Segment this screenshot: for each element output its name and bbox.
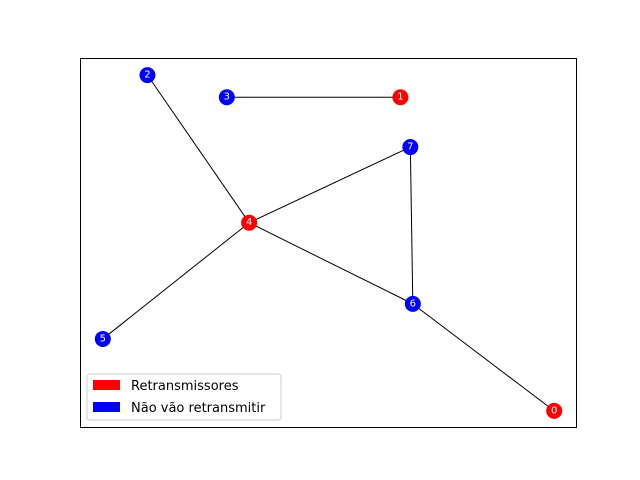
node-3	[218, 89, 235, 106]
legend-label-no-retransmit: Não vão retransmitir	[131, 401, 266, 416]
node-1	[392, 89, 409, 106]
edge-2-4	[147, 74, 250, 223]
edges-layer	[102, 74, 555, 412]
edge-7-6	[409, 147, 414, 304]
node-label-3: 3	[224, 92, 230, 103]
edge-4-7	[248, 146, 411, 224]
legend: Retransmissores Não vão retransmitir	[86, 373, 282, 421]
node-4	[241, 214, 258, 231]
node-label-1: 1	[397, 92, 403, 103]
legend-box	[86, 373, 282, 421]
node-label-0: 0	[551, 405, 557, 416]
legend-label-retransmit: Retransmissores	[131, 379, 239, 394]
nodes-layer: 0 1 2 3 4 5 6 7	[94, 67, 563, 419]
legend-swatch-no-retransmit	[93, 402, 120, 412]
node-label-7: 7	[407, 142, 413, 153]
node-label-4: 4	[246, 217, 252, 228]
node-label-2: 2	[144, 70, 150, 81]
node-7	[402, 139, 419, 156]
node-0	[546, 402, 563, 419]
edge-4-5	[102, 222, 250, 340]
node-6	[404, 295, 421, 312]
node-label-6: 6	[410, 298, 416, 309]
edge-6-0	[412, 303, 555, 412]
edge-4-6	[248, 222, 414, 305]
node-label-5: 5	[100, 333, 106, 344]
node-2	[139, 67, 156, 84]
legend-swatch-retransmit	[93, 380, 120, 390]
plot-frame	[80, 58, 577, 428]
node-5	[94, 330, 111, 347]
